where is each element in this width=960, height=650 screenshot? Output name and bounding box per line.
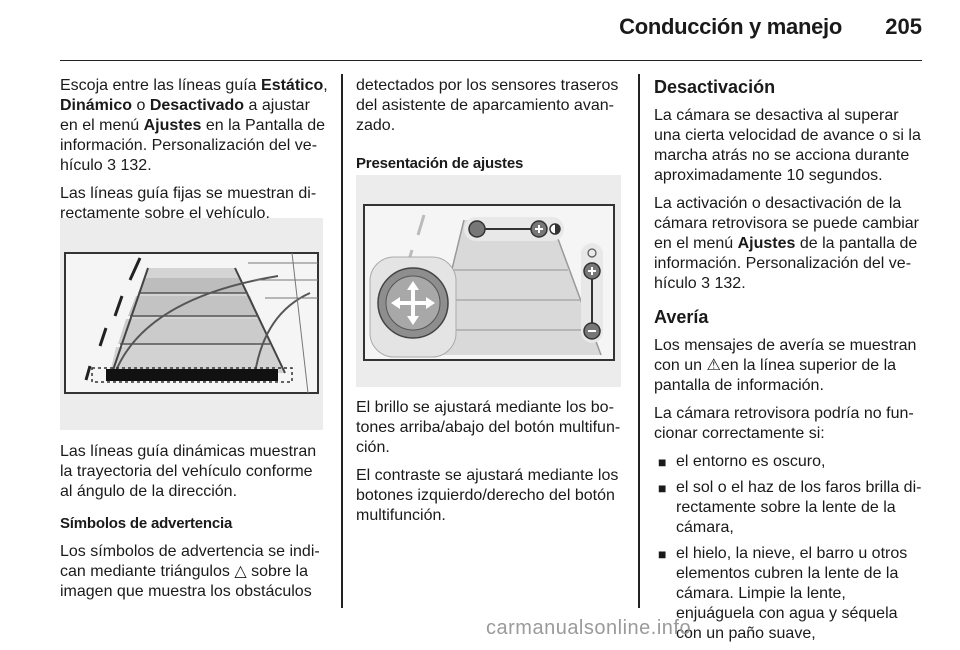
fault-heading: Avería: [654, 307, 709, 327]
column-2: detectados por los sensores traseros del…: [356, 76, 626, 182]
column-2-lower: El brillo se ajustará mediante los bo­to…: [356, 398, 626, 534]
list-item: ■el hielo, la nieve, el barro u otros el…: [658, 545, 908, 642]
sensors-paragraph: detectados por los sensores traseros del…: [356, 77, 619, 134]
fault-paragraph: Los mensajes de avería se muestran con u…: [654, 337, 917, 394]
warning-triangle-icon: ⚠: [706, 357, 721, 374]
page-title: Conducción y manejo: [619, 14, 842, 39]
watermark: carmanualsonline.info: [486, 617, 692, 639]
settings-display-illustration: [356, 175, 621, 387]
menu-settings: Ajustes: [737, 235, 796, 252]
menu-settings: Ajustes: [143, 117, 202, 134]
column-3: Desactivación La cámara se desactiva al …: [654, 76, 922, 650]
page-header: Conducción y manejo 205: [60, 0, 922, 61]
deactivation-heading: Desactivación: [654, 77, 776, 97]
option-dynamic: Dinámico: [60, 97, 133, 114]
column-1: Escoja entre las líneas guía Estático, D…: [60, 76, 328, 232]
bullet-icon: ■: [658, 480, 667, 496]
guide-lines-illustration: [60, 218, 323, 430]
warning-symbols-paragraph: Los símbolos de advertencia se indi­can …: [60, 543, 320, 600]
list-item: ■el entorno es oscuro,: [658, 453, 826, 470]
settings-display-figure: [356, 175, 621, 387]
column-divider-2: [638, 74, 640, 608]
deactivation-paragraph: La cámara se desactiva al superar una ci…: [654, 107, 921, 184]
guide-lines-figure: [60, 218, 323, 430]
column-divider-1: [341, 74, 343, 608]
list-item: ■el sol o el haz de los faros brilla di­…: [658, 479, 922, 536]
activation-paragraph: La activación o desactivación de la cáma…: [654, 195, 920, 292]
malfunction-list: ■el entorno es oscuro, ■el sol o el haz …: [654, 452, 922, 644]
guide-lines-paragraph: Escoja entre las líneas guía Estático, D…: [60, 77, 328, 174]
warning-symbols-heading: Símbolos de advertencia: [60, 515, 233, 532]
page-number: 205: [885, 14, 922, 39]
triangle-icon: △: [234, 563, 247, 580]
brightness-paragraph: El brillo se ajustará mediante los bo­to…: [356, 399, 621, 456]
fixed-lines-paragraph: Las líneas guía fijas se muestran di­rec…: [60, 185, 317, 222]
settings-display-heading: Presentación de ajustes: [356, 155, 524, 172]
dynamic-lines-paragraph: Las líneas guía dinámicas muestran la tr…: [60, 443, 317, 500]
option-static: Estático: [261, 77, 324, 94]
column-1-lower: Las líneas guía dinámicas muestran la tr…: [60, 442, 328, 610]
malfunction-paragraph: La cámara retrovisora podría no fun­cion…: [654, 405, 914, 442]
option-deactivated: Desactivado: [149, 97, 245, 114]
page-ref-icon: 3: [701, 275, 711, 292]
contrast-paragraph: El contraste se ajustará mediante los bo…: [356, 467, 619, 524]
bullet-icon: ■: [658, 454, 667, 470]
bullet-icon: ■: [658, 546, 667, 562]
page-ref-icon: 3: [107, 157, 117, 174]
